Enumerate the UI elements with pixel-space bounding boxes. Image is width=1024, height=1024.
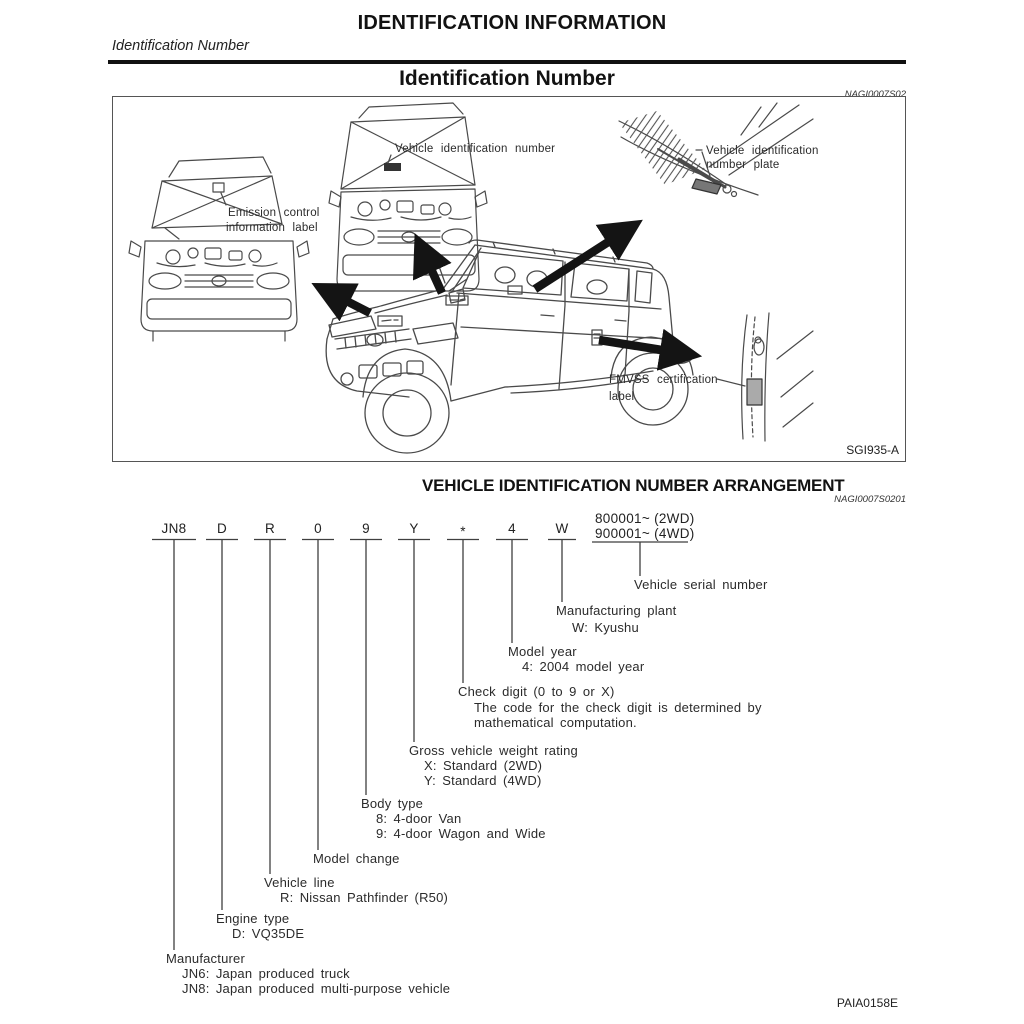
label-vin-number: Vehicle identification number [395,143,555,155]
label-emission-line1: Emission control [228,207,320,219]
label-vin-plate-line1: Vehicle identification [706,145,819,157]
vin-code-3: 0 [314,521,322,536]
vin-desc-line-title: Vehicle line [264,875,335,890]
vin-desc-plant-title: Manufacturing plant [556,603,677,618]
vin-desc-line-detail-0: R: Nissan Pathfinder (R50) [280,890,448,905]
label-fmvss-line2: label [609,391,634,403]
label-fmvss-line1: FMVSS certification [609,374,718,386]
vin-desc-check-detail-0: The code for the check digit is determin… [474,700,762,715]
vin-serial-range-2wd: 800001~ (2WD) [595,511,695,526]
section-heading: Identification Number [399,67,615,90]
vehicle-identification-figure: Emission control information label Vehic… [128,102,899,457]
vin-descriptions: Vehicle serial number Manufacturing plan… [166,577,768,996]
vin-desc-engine-title: Engine type [216,911,289,926]
vin-desc-engine-detail-0: D: VQ35DE [232,926,304,941]
figure-ref: SGI935-A [846,443,899,457]
vin-connectors [152,538,688,950]
vin-desc-gvwr-title: Gross vehicle weight rating [409,743,578,758]
vin-desc-body-detail-1: 9: 4-door Wagon and Wide [376,826,546,841]
arrow-to-vin-inset [412,233,452,295]
vin-desc-year-title: Model year [508,644,577,659]
figure-box: Emission control information label Vehic… [112,96,906,462]
vin-code-2: R [265,521,275,536]
vin-desc-gvwr-detail-0: X: Standard (2WD) [424,758,542,773]
vin-code-5: Y [409,521,418,536]
vin-desc-gvwr-detail-1: Y: Standard (4WD) [424,773,542,788]
vin-code-8: W [555,521,568,536]
vin-desc-check-detail-1: mathematical computation. [474,715,637,730]
vin-code-4: 9 [362,521,370,536]
vin-code-6: * [460,524,466,539]
section-ref: NAGI0007S02 [844,89,906,100]
inset-door-pillar-fmvss [716,312,814,442]
vin-desc-year-detail-0: 4: 2004 model year [522,659,645,674]
arrow-to-emission-inset [311,283,372,322]
vin-code-1: D [217,521,227,536]
inset-windshield-vin-plate [618,102,814,198]
vin-desc-serial-title: Vehicle serial number [634,577,768,592]
arrow-to-fmvss-inset [598,328,703,371]
vin-arrangement-diagram: JN8 D R 0 9 Y * 4 W 800001~ (2WD) 900001… [152,511,768,996]
arrangement-heading: VEHICLE IDENTIFICATION NUMBER ARRANGEMEN… [422,476,845,495]
vin-serial-range-4wd: 900001~ (4WD) [595,526,695,541]
vin-desc-plant-detail-0: W: Kyushu [572,620,639,635]
vin-desc-manufacturer-detail-1: JN8: Japan produced multi-purpose vehicl… [182,981,450,996]
page-title: IDENTIFICATION INFORMATION [357,12,667,34]
breadcrumb: Identification Number [112,38,250,54]
vin-desc-manufacturer-title: Manufacturer [166,951,245,966]
vin-desc-manufacturer-detail-0: JN6: Japan produced truck [182,966,350,981]
vin-code-0: JN8 [162,521,187,536]
page-ref: PAIA0158E [836,996,898,1010]
arrow-to-vin-plate-inset [532,219,643,293]
callout-arrows [311,219,703,371]
arrangement-ref: NAGI0007S0201 [834,494,906,505]
label-emission-line2: information label [226,222,318,234]
vin-desc-body-title: Body type [361,796,423,811]
vin-desc-modelchange-title: Model change [313,851,400,866]
inset-front-view-emission [128,156,310,342]
label-vin-plate-line2: number plate [706,159,780,171]
inset-front-view-vin [328,102,488,292]
vin-desc-body-detail-0: 8: 4-door Van [376,811,461,826]
vin-codes: JN8 D R 0 9 Y * 4 W 800001~ (2WD) 900001… [162,511,695,541]
header-divider [108,60,906,64]
vin-code-7: 4 [508,521,516,536]
vin-desc-check-title: Check digit (0 to 9 or X) [458,684,615,699]
